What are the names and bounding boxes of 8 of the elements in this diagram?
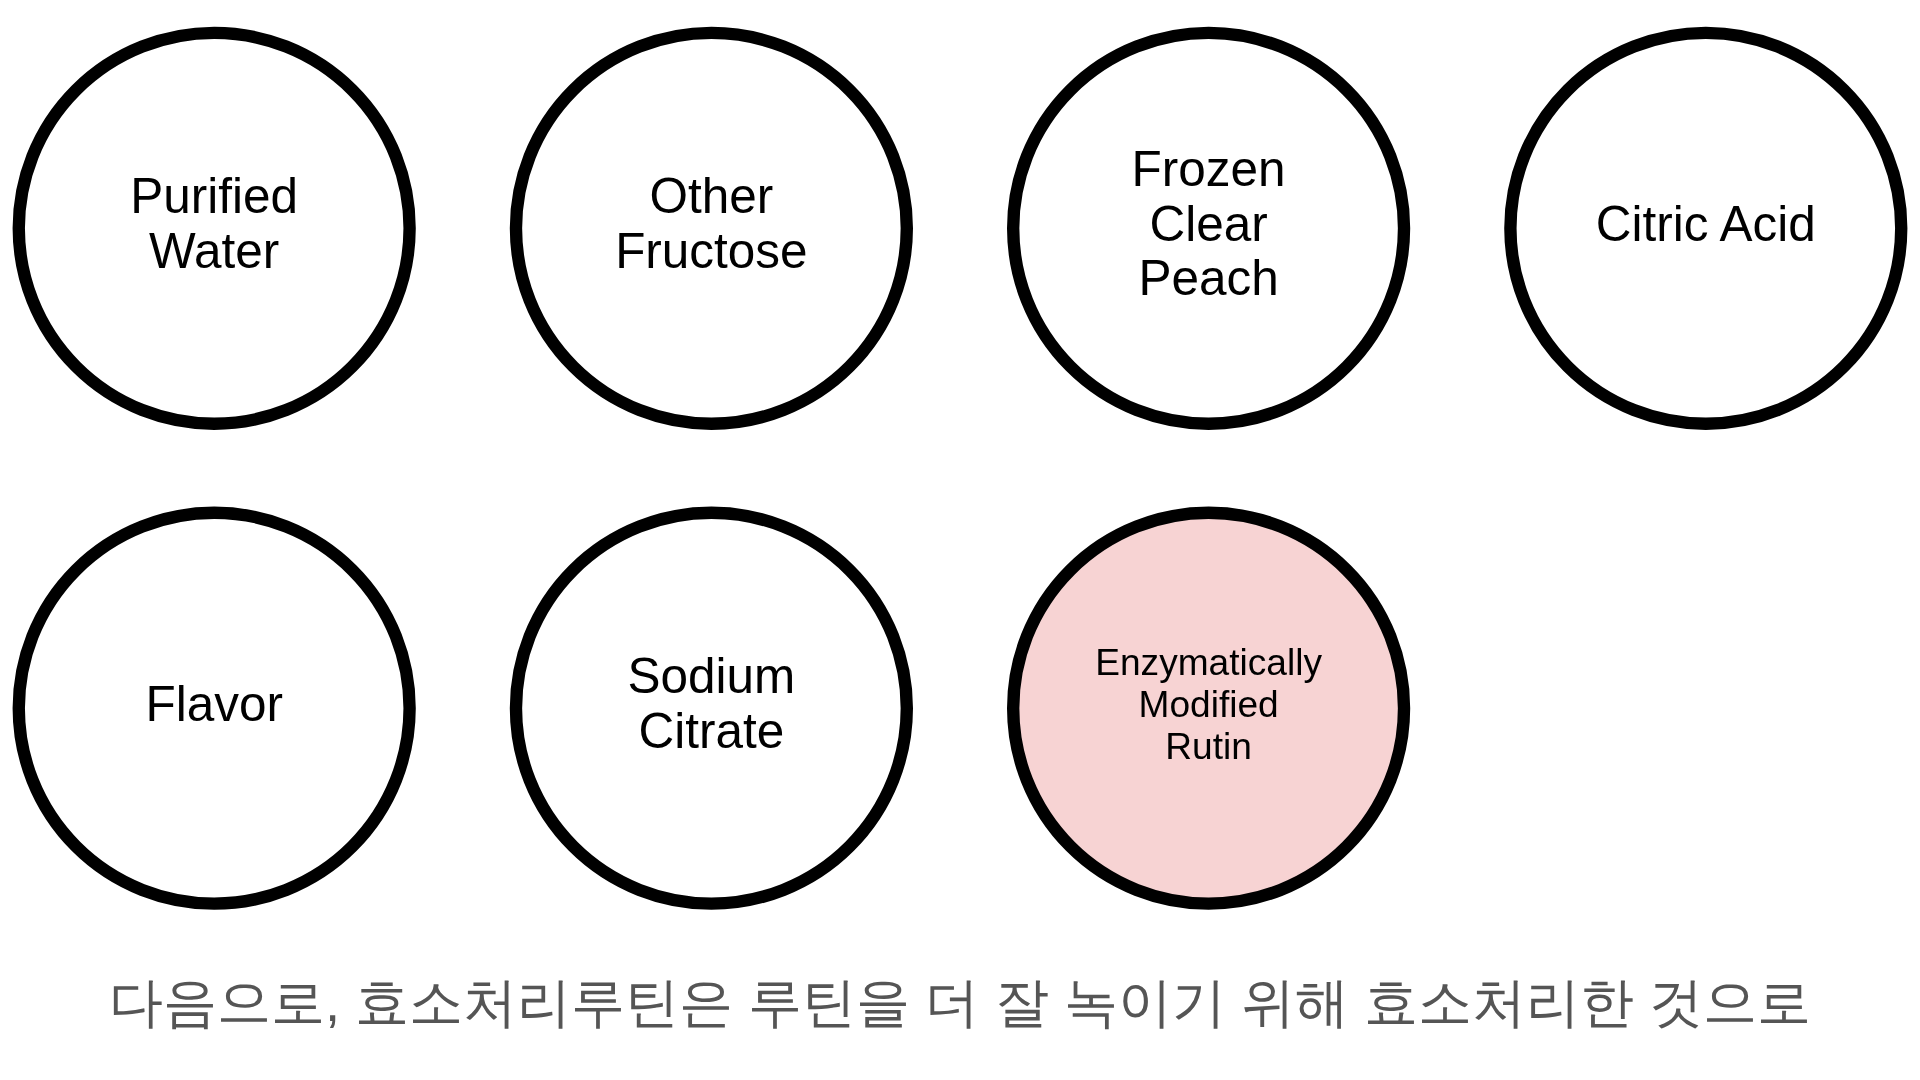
node-circle: Flavor (12, 506, 416, 910)
node-circle: Sodium Citrate (509, 506, 913, 910)
node-circle: Enzymatically Modified Rutin (1007, 506, 1411, 910)
node-circle: Frozen Clear Peach (1007, 26, 1411, 430)
node-circle: Purified Water (12, 26, 416, 430)
node-circle: Other Fructose (509, 26, 913, 430)
caption: 다음으로, 효소처리루틴은 루틴을 더 잘 녹이기 위해 효소처리한 것으로 (108, 972, 1812, 1034)
node-circle: Citric Acid (1504, 26, 1908, 430)
